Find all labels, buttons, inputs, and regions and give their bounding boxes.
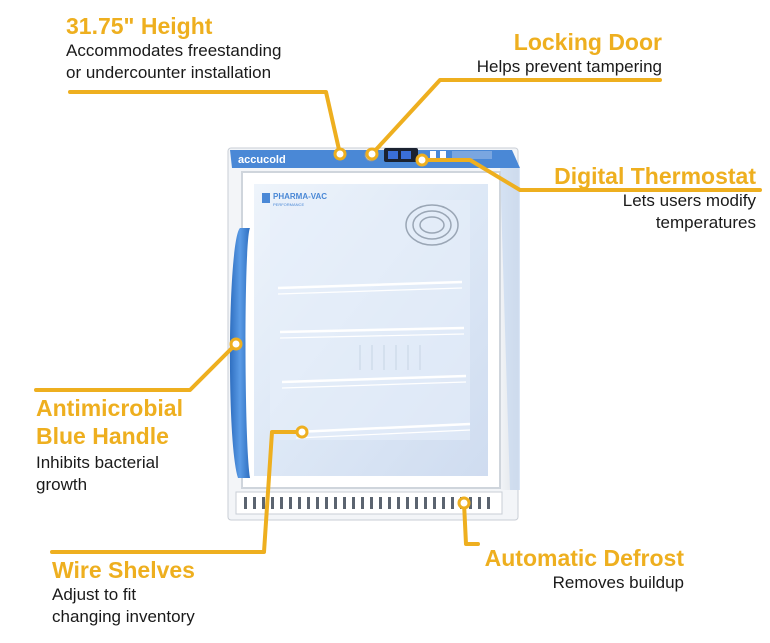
callout-dots <box>229 147 471 510</box>
antimicrobial-handle[interactable] <box>229 228 250 478</box>
vent-slot <box>262 497 265 509</box>
feature-title: 31.75" Height <box>66 13 213 39</box>
feature-antimicrobial-handle: Antimicrobial Blue Handle Inhibits bacte… <box>36 394 183 496</box>
vent-slot <box>487 497 490 509</box>
vent-slot <box>388 497 391 509</box>
vent-slot <box>433 497 436 509</box>
feature-desc-line: Helps prevent tampering <box>476 57 662 76</box>
feature-locking-door: Locking Door Helps prevent tampering <box>440 28 662 78</box>
vent-slot <box>334 497 337 509</box>
feature-desc-line: Inhibits bacterial <box>36 453 159 472</box>
feature-title: Automatic Defrost <box>484 545 684 571</box>
bottom-vent-grille <box>235 491 503 515</box>
vent-slot <box>424 497 427 509</box>
vent-slot <box>370 497 373 509</box>
feature-title: Digital Thermostat <box>554 163 756 189</box>
vent-slot <box>271 497 274 509</box>
thermostat-display[interactable] <box>384 148 492 162</box>
vent-slot <box>397 497 400 509</box>
vent-slot <box>253 497 256 509</box>
vent-slot <box>307 497 310 509</box>
feature-desc-line: temperatures <box>655 213 756 232</box>
feature-desc-line: changing inventory <box>52 607 195 626</box>
wire-shelves <box>277 280 471 439</box>
vent-slot <box>316 497 319 509</box>
feature-automatic-defrost: Automatic Defrost Removes buildup <box>460 544 684 594</box>
feature-desc-line: Removes buildup <box>552 573 684 592</box>
feature-title: Locking Door <box>513 29 662 55</box>
vent-slot <box>451 497 454 509</box>
feature-digital-thermostat: Digital Thermostat Lets users modify tem… <box>530 162 756 234</box>
feature-desc-line: Accommodates freestanding <box>66 41 282 60</box>
svg-text:PHARMA-VAC: PHARMA-VAC <box>273 192 327 201</box>
vent-slot <box>298 497 301 509</box>
vent-slot <box>442 497 445 509</box>
vent-slot <box>361 497 364 509</box>
svg-text:PERFORMANCE: PERFORMANCE <box>273 202 304 207</box>
vent-slot <box>325 497 328 509</box>
vent-slot <box>352 497 355 509</box>
pharma-vac-label: PHARMA-VAC PERFORMANCE <box>262 192 327 207</box>
feature-desc-line: or undercounter installation <box>66 63 272 82</box>
vent-slot <box>343 497 346 509</box>
feature-desc-line: Adjust to fit <box>52 585 137 604</box>
vent-slot <box>415 497 418 509</box>
feature-wire-shelves: Wire Shelves Adjust to fit changing inve… <box>52 556 195 628</box>
feature-desc-line: Lets users modify <box>622 191 756 210</box>
fan-grille-icon <box>405 204 459 246</box>
vent-slot <box>379 497 382 509</box>
feature-desc-line: growth <box>36 475 88 494</box>
vent-slot <box>289 497 292 509</box>
brand-logo: accucold <box>238 154 286 166</box>
callout-lines <box>34 78 762 554</box>
vent-slot <box>406 497 409 509</box>
feature-title-line2: Blue Handle <box>36 423 169 449</box>
vent-slot <box>244 497 247 509</box>
feature-title: Antimicrobial <box>36 395 183 421</box>
vent-slot <box>280 497 283 509</box>
vent-slot <box>478 497 481 509</box>
feature-height: 31.75" Height Accommodates freestanding … <box>66 12 281 84</box>
feature-title: Wire Shelves <box>52 557 195 583</box>
